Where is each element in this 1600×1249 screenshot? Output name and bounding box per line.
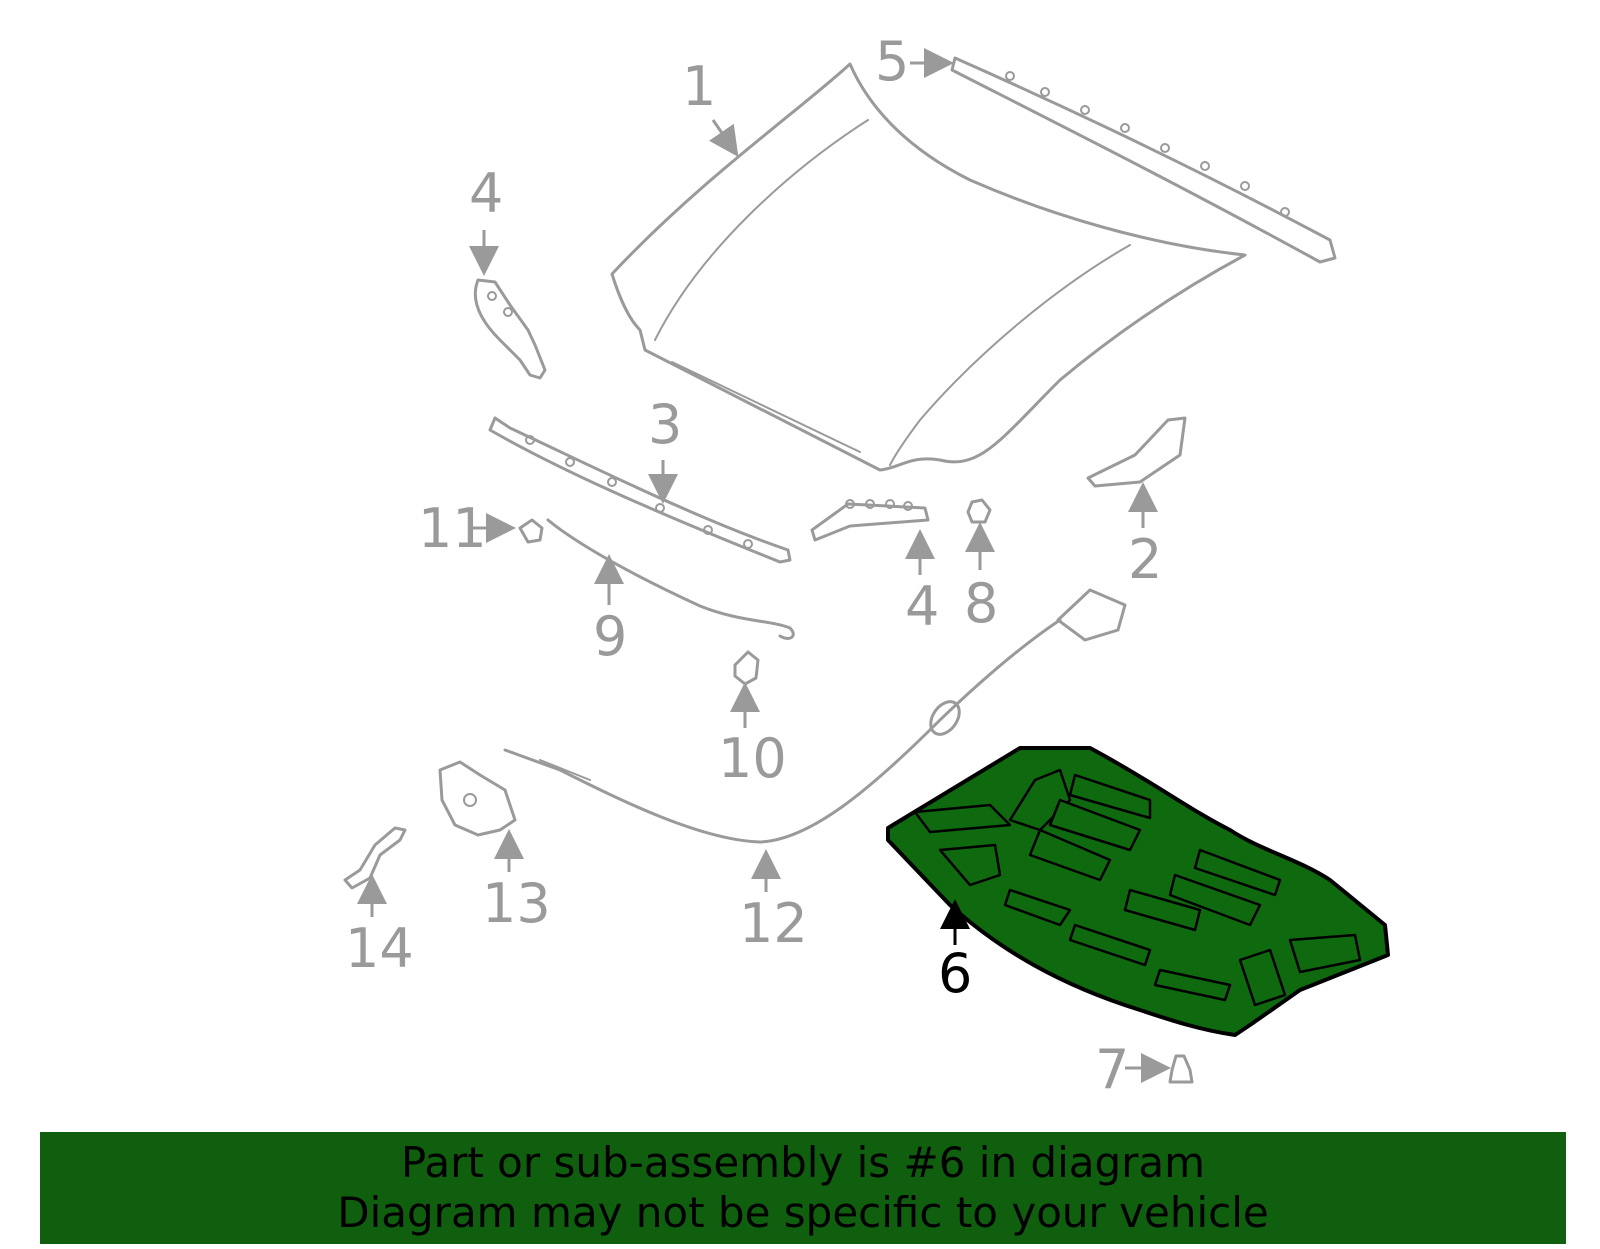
banner-line-1: Part or sub-assembly is #6 in diagram <box>400 1138 1206 1187</box>
callout-arrows <box>357 48 1171 1083</box>
callout-9: 9 <box>593 605 627 668</box>
callout-7: 7 <box>1095 1038 1129 1101</box>
part-11-bumper[interactable] <box>518 518 544 544</box>
part-3-seal[interactable] <box>488 416 792 564</box>
part-7-clip[interactable] <box>1168 1054 1194 1084</box>
callout-5: 5 <box>875 30 909 93</box>
part-5-weatherstrip[interactable] <box>950 56 1337 264</box>
part-13-latch[interactable] <box>438 760 517 837</box>
part-14-striker[interactable] <box>343 826 407 890</box>
callout-1: 1 <box>682 55 716 118</box>
part-4-left-hinge[interactable] <box>473 278 547 380</box>
part-10-rod-holder[interactable] <box>733 650 760 686</box>
part-6-insulator[interactable] <box>886 746 1390 1037</box>
part-9-support-rod[interactable] <box>546 518 795 640</box>
part-8-clip[interactable] <box>966 498 992 524</box>
callout-3: 3 <box>648 393 682 456</box>
part-2-right-hinge[interactable] <box>1086 416 1187 488</box>
callout-10: 10 <box>718 727 787 790</box>
callout-11: 11 <box>418 497 487 560</box>
part-4-bracket[interactable] <box>810 499 930 542</box>
callout-12: 12 <box>739 892 808 955</box>
callout-8: 8 <box>964 572 998 635</box>
callout-4-left: 4 <box>469 162 503 225</box>
callout-14: 14 <box>345 917 414 980</box>
callout-2: 2 <box>1128 528 1162 591</box>
callout-4-right: 4 <box>905 575 939 638</box>
info-banner: Part or sub-assembly is #6 in diagram Di… <box>40 1132 1566 1244</box>
banner-line-2: Diagram may not be specific to your vehi… <box>337 1188 1269 1237</box>
callout-13: 13 <box>482 872 551 935</box>
part-1-hood[interactable] <box>610 62 1247 472</box>
part-12-release-cable[interactable] <box>503 588 1127 844</box>
callout-6: 6 <box>938 942 972 1005</box>
part-6-ribs <box>913 768 1362 1007</box>
